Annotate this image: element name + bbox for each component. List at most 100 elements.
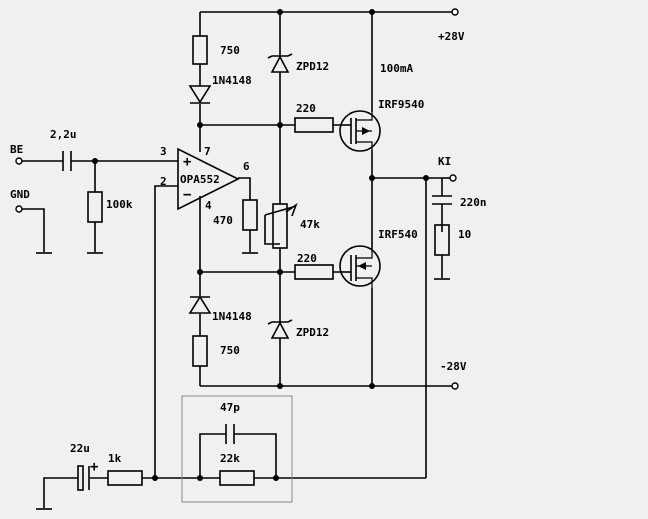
pot-label: 47k — [300, 218, 320, 231]
neg-voltage-label: -28V — [440, 360, 467, 373]
zener-top-label: ZPD12 — [296, 60, 329, 73]
junction-dot — [277, 383, 283, 389]
junction-dot — [92, 158, 98, 164]
gnd-terminal — [15, 205, 23, 213]
opamp-plus-sign: + — [183, 154, 191, 170]
opamp-opa552 — [177, 147, 240, 211]
cap-22u-plus: + — [90, 459, 98, 475]
current-label: 100mA — [380, 62, 413, 75]
channel-arrow — [358, 262, 366, 270]
zener-zpd12-top — [267, 53, 293, 73]
cap-220n-label: 220n — [460, 196, 487, 209]
junction-dots — [92, 9, 429, 481]
resistor-22k — [219, 470, 255, 486]
resistor-10 — [434, 224, 450, 256]
channel-arrow — [362, 127, 370, 135]
zener-bottom-label: ZPD12 — [296, 326, 329, 339]
opamp-label: OPA552 — [180, 173, 220, 186]
resistor-100k — [87, 191, 103, 223]
mosfet-irf540 — [339, 245, 381, 288]
neg-terminal — [451, 382, 459, 390]
capacitor-22u — [77, 465, 90, 491]
pot-body — [272, 203, 288, 249]
diode-1n4148-bottom — [188, 295, 212, 314]
zener-triangle — [270, 55, 290, 73]
resistor-750-bottom — [192, 335, 208, 367]
capacitor-220n — [432, 195, 452, 205]
junction-dot — [277, 122, 283, 128]
mosfet-circle — [339, 110, 381, 152]
diode-triangle — [188, 295, 212, 314]
pos-terminal — [451, 8, 459, 16]
pin4-label: 4 — [205, 199, 212, 212]
output-node-wire — [372, 177, 443, 278]
gnd-label: GND — [10, 188, 30, 201]
input-label: BE — [10, 143, 23, 156]
pin3-label: 3 — [160, 145, 167, 158]
junction-dot — [277, 9, 283, 15]
opamp-out-wire — [238, 177, 251, 252]
junction-dot — [197, 269, 203, 275]
junction-dot — [152, 475, 158, 481]
c22u-gnd-wire — [43, 477, 78, 508]
diode-1n4148-top — [188, 85, 212, 104]
output-label: KI — [438, 155, 451, 168]
cap-47p-label: 47p — [220, 401, 240, 414]
pin6-label: 6 — [243, 160, 250, 173]
capacitor-47p — [225, 424, 235, 444]
resistor-220-bottom-label: 220 — [297, 252, 317, 265]
junction-dot — [273, 475, 279, 481]
opamp-minus-sign: − — [183, 187, 191, 203]
feedback-network-box — [181, 395, 293, 503]
resistor-750-top-label: 750 — [220, 44, 240, 57]
pos-voltage-label: +28V — [438, 30, 465, 43]
resistor-100k-label: 100k — [106, 198, 133, 211]
inverting-input-wire — [154, 185, 178, 478]
mosfet-top-label: IRF9540 — [378, 98, 424, 111]
input-terminal — [15, 157, 23, 165]
junction-dot — [369, 9, 375, 15]
junction-dot — [197, 475, 203, 481]
pot-wiper-wire — [264, 215, 280, 245]
mosfet-irf9540 — [339, 110, 381, 152]
resistor-750-bottom-label: 750 — [220, 344, 240, 357]
mosfet-circle — [339, 245, 381, 287]
junction-dot — [369, 383, 375, 389]
opamp-triangle — [177, 147, 240, 211]
diode-triangle — [188, 85, 212, 104]
feedback-cap-wire — [199, 433, 277, 478]
pin7-label: 7 — [204, 145, 211, 158]
diode-bottom-label: 1N4148 — [212, 310, 252, 323]
pot-wiper — [264, 206, 294, 216]
capacitor-input — [62, 151, 72, 171]
pot-arrow — [285, 202, 298, 217]
pin2-label: 2 — [160, 175, 167, 188]
junction-dot — [369, 175, 375, 181]
resistor-750-top — [192, 35, 208, 65]
junction-dot — [423, 175, 429, 181]
diode-top-label: 1N4148 — [212, 74, 252, 87]
gnd-wire — [19, 208, 45, 252]
resistor-470-label: 470 — [213, 214, 233, 227]
resistor-10-label: 10 — [458, 228, 471, 241]
resistor-220-bottom — [294, 264, 334, 280]
resistor-22k-label: 22k — [220, 452, 240, 465]
resistor-1k-label: 1k — [108, 452, 122, 465]
junction-dot — [197, 122, 203, 128]
cap-plate-hollow — [77, 465, 84, 491]
resistor-220-top-label: 220 — [296, 102, 316, 115]
cap-22u-label: 22u — [70, 442, 90, 455]
zener-bar — [267, 319, 293, 325]
zener-bar — [267, 53, 293, 59]
junction-dot — [277, 269, 283, 275]
resistor-470 — [242, 199, 258, 231]
cap-input-label: 2,2u — [50, 128, 77, 141]
output-terminal — [449, 174, 457, 182]
resistor-1k — [107, 470, 143, 486]
zener-triangle — [270, 321, 290, 339]
zener-zpd12-bottom — [267, 319, 293, 339]
potentiometer-47k — [264, 202, 298, 249]
mosfet-bottom-label: IRF540 — [378, 228, 418, 241]
